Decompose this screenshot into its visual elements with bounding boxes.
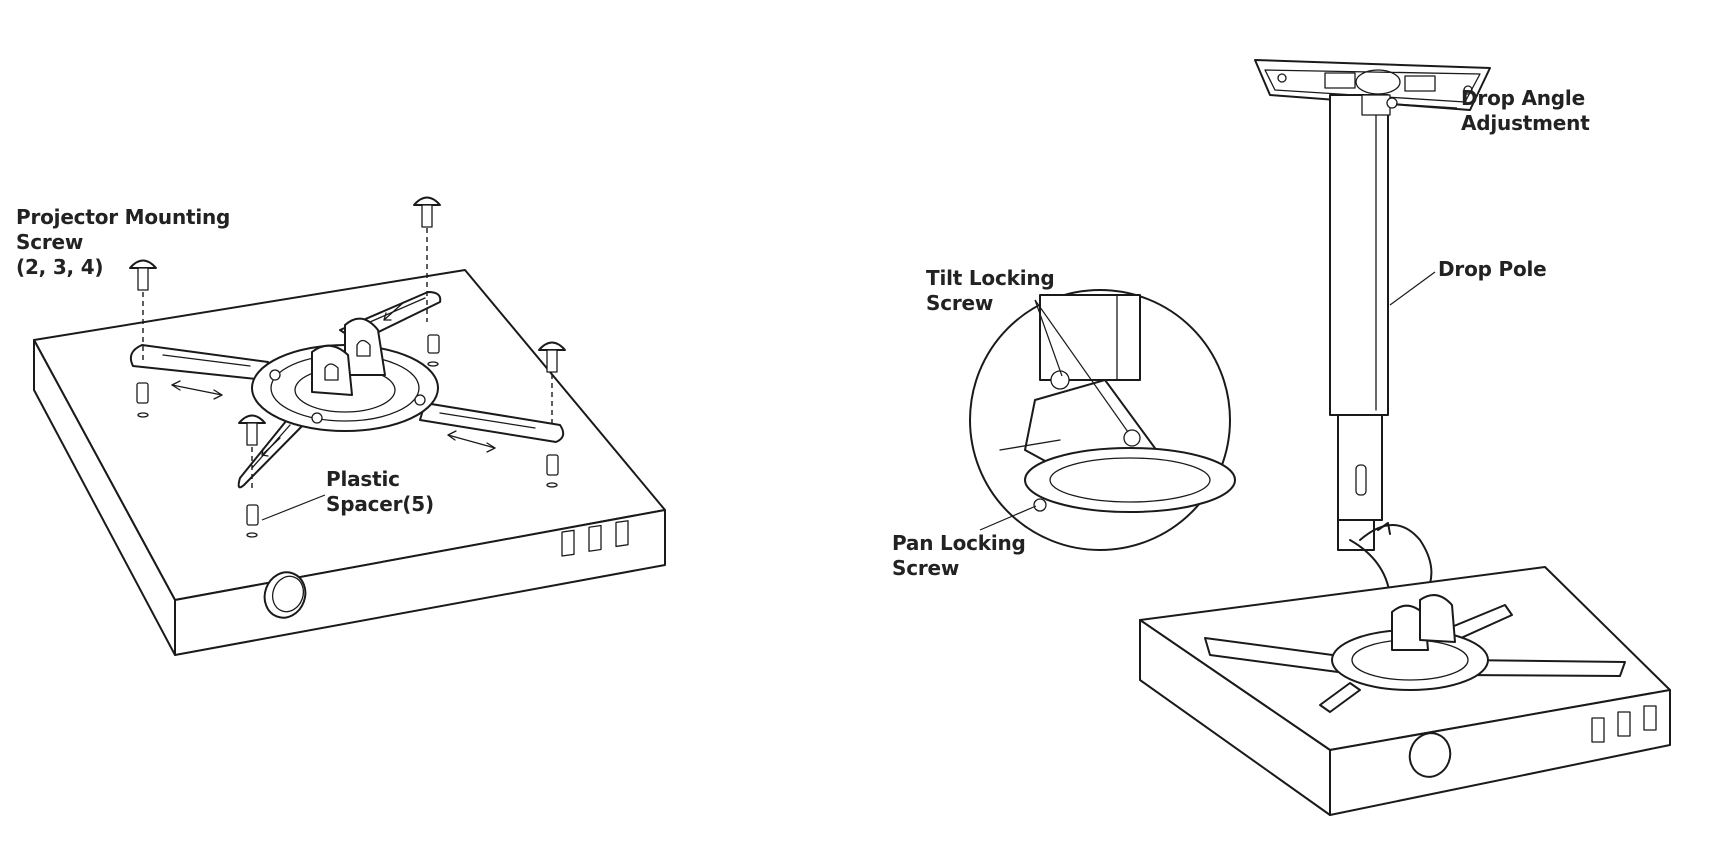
- label-drop-pole: Drop Pole: [1438, 257, 1547, 281]
- label-drop-angle-adjustment: Drop Angle Adjustment: [1461, 86, 1590, 135]
- screw-3: [538, 341, 566, 425]
- drop-pole-leader: [1389, 271, 1436, 306]
- left-screws: [129, 196, 566, 490]
- screw-4: [238, 414, 266, 490]
- ceiling-plate: [1254, 59, 1491, 111]
- left-projector-lens: [263, 571, 307, 619]
- left-projector-assembly: [33, 196, 666, 656]
- right-projector-body: [1139, 566, 1671, 816]
- label-plastic-spacer: Plastic Spacer(5): [326, 467, 434, 516]
- right-projector-lens: [1408, 732, 1452, 778]
- pan-lock-screw: [1033, 498, 1047, 512]
- drop-angle-screw: [1386, 97, 1398, 109]
- label-projector-mounting-screw: Projector Mounting Screw (2, 3, 4): [16, 205, 231, 279]
- plastic-spacer-leader: [261, 494, 326, 521]
- tilt-lock-leader-b: [1034, 299, 1129, 433]
- label-pan-locking-screw: Pan Locking Screw: [892, 531, 1026, 580]
- label-tilt-locking-screw: Tilt Locking Screw: [926, 266, 1055, 315]
- tilt-lock-screw-a: [1050, 370, 1070, 390]
- tilt-lock-leader-a: [1034, 299, 1063, 377]
- right-ceiling-mount-assembly: [969, 59, 1671, 816]
- left-adjust-arrows: [171, 301, 496, 457]
- left-projector-vents: [561, 520, 629, 557]
- screw-1: [413, 196, 441, 322]
- tilt-lock-screw-b: [1123, 429, 1141, 447]
- drop-angle-leader: [1395, 103, 1458, 109]
- left-mounting-bracket: [129, 291, 565, 489]
- screw-2: [129, 259, 157, 360]
- pan-lock-leader: [979, 505, 1037, 531]
- detail-zoom-circle: [969, 289, 1236, 551]
- left-plastic-spacers: [136, 334, 559, 538]
- drop-pole: [1329, 94, 1398, 551]
